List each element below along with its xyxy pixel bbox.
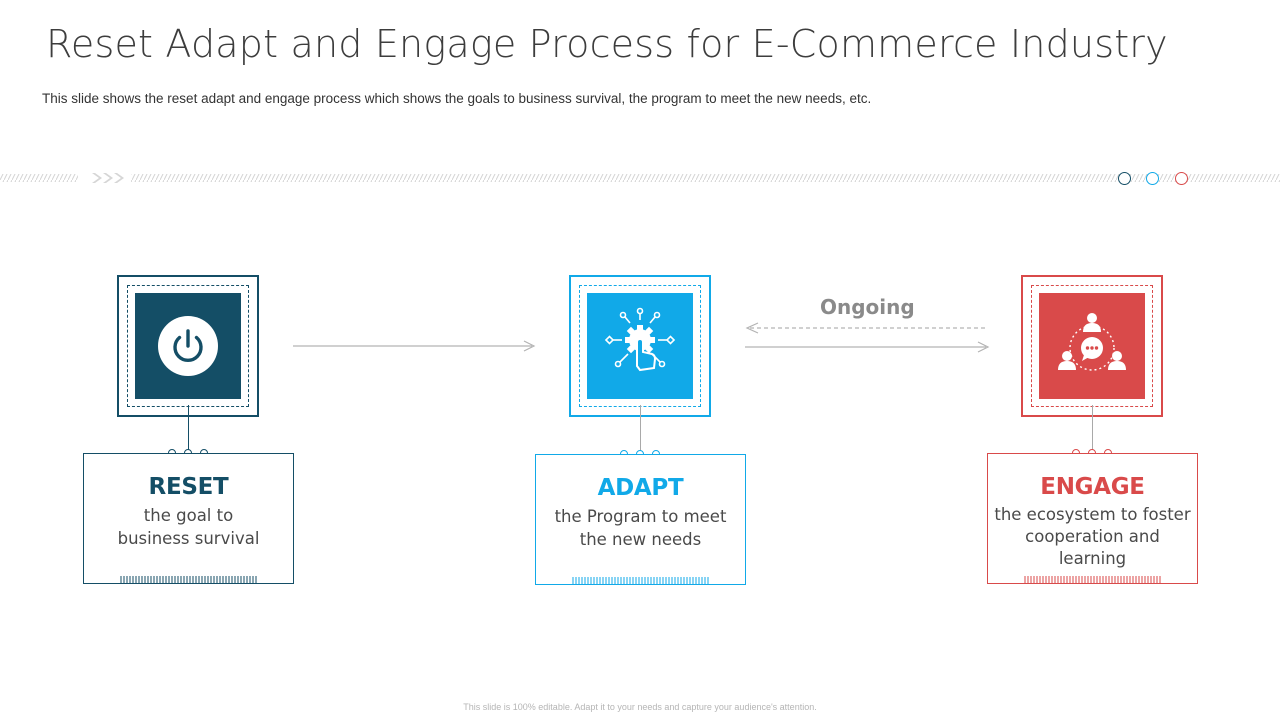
adapt-heading: ADAPT	[597, 475, 684, 501]
reset-description: the goal to business survival	[117, 506, 260, 548]
adapt-ticks	[572, 577, 710, 585]
reset-connector	[188, 405, 189, 452]
engage-ticks	[1024, 576, 1162, 584]
adapt-connector	[640, 405, 641, 453]
page-subtitle: This slide shows the reset adapt and eng…	[42, 91, 872, 106]
adapt-card: ADAPT the Program to meet the new needs	[535, 454, 746, 585]
reset-heading: RESET	[148, 474, 229, 500]
adapt-description: the Program to meet the new needs	[554, 507, 727, 549]
dot-reset	[1118, 172, 1131, 185]
adapt-node	[569, 275, 711, 417]
engage-card: ENGAGE the ecosystem to foster cooperati…	[987, 453, 1198, 584]
reset-ticks	[120, 576, 258, 584]
dot-engage	[1175, 172, 1188, 185]
power-icon	[158, 316, 218, 376]
reset-to-adapt-arrow	[293, 340, 536, 352]
footer-note: This slide is 100% editable. Adapt it to…	[463, 702, 817, 712]
reset-node	[117, 275, 259, 417]
reset-card: RESET the goal to business survival	[83, 453, 294, 584]
engage-heading: ENGAGE	[1040, 474, 1145, 500]
dot-adapt	[1146, 172, 1159, 185]
ongoing-label: Ongoing	[820, 295, 915, 319]
engage-connector	[1092, 405, 1093, 452]
hatched-divider	[0, 173, 1280, 183]
page-title: Reset Adapt and Engage Process for E-Com…	[46, 22, 1168, 66]
engage-node	[1021, 275, 1163, 417]
gear-touch-icon	[604, 307, 676, 372]
ongoing-arrows	[745, 322, 990, 353]
team-chat-icon	[1058, 313, 1126, 371]
engage-description: the ecosystem to foster cooperation and …	[994, 505, 1191, 568]
